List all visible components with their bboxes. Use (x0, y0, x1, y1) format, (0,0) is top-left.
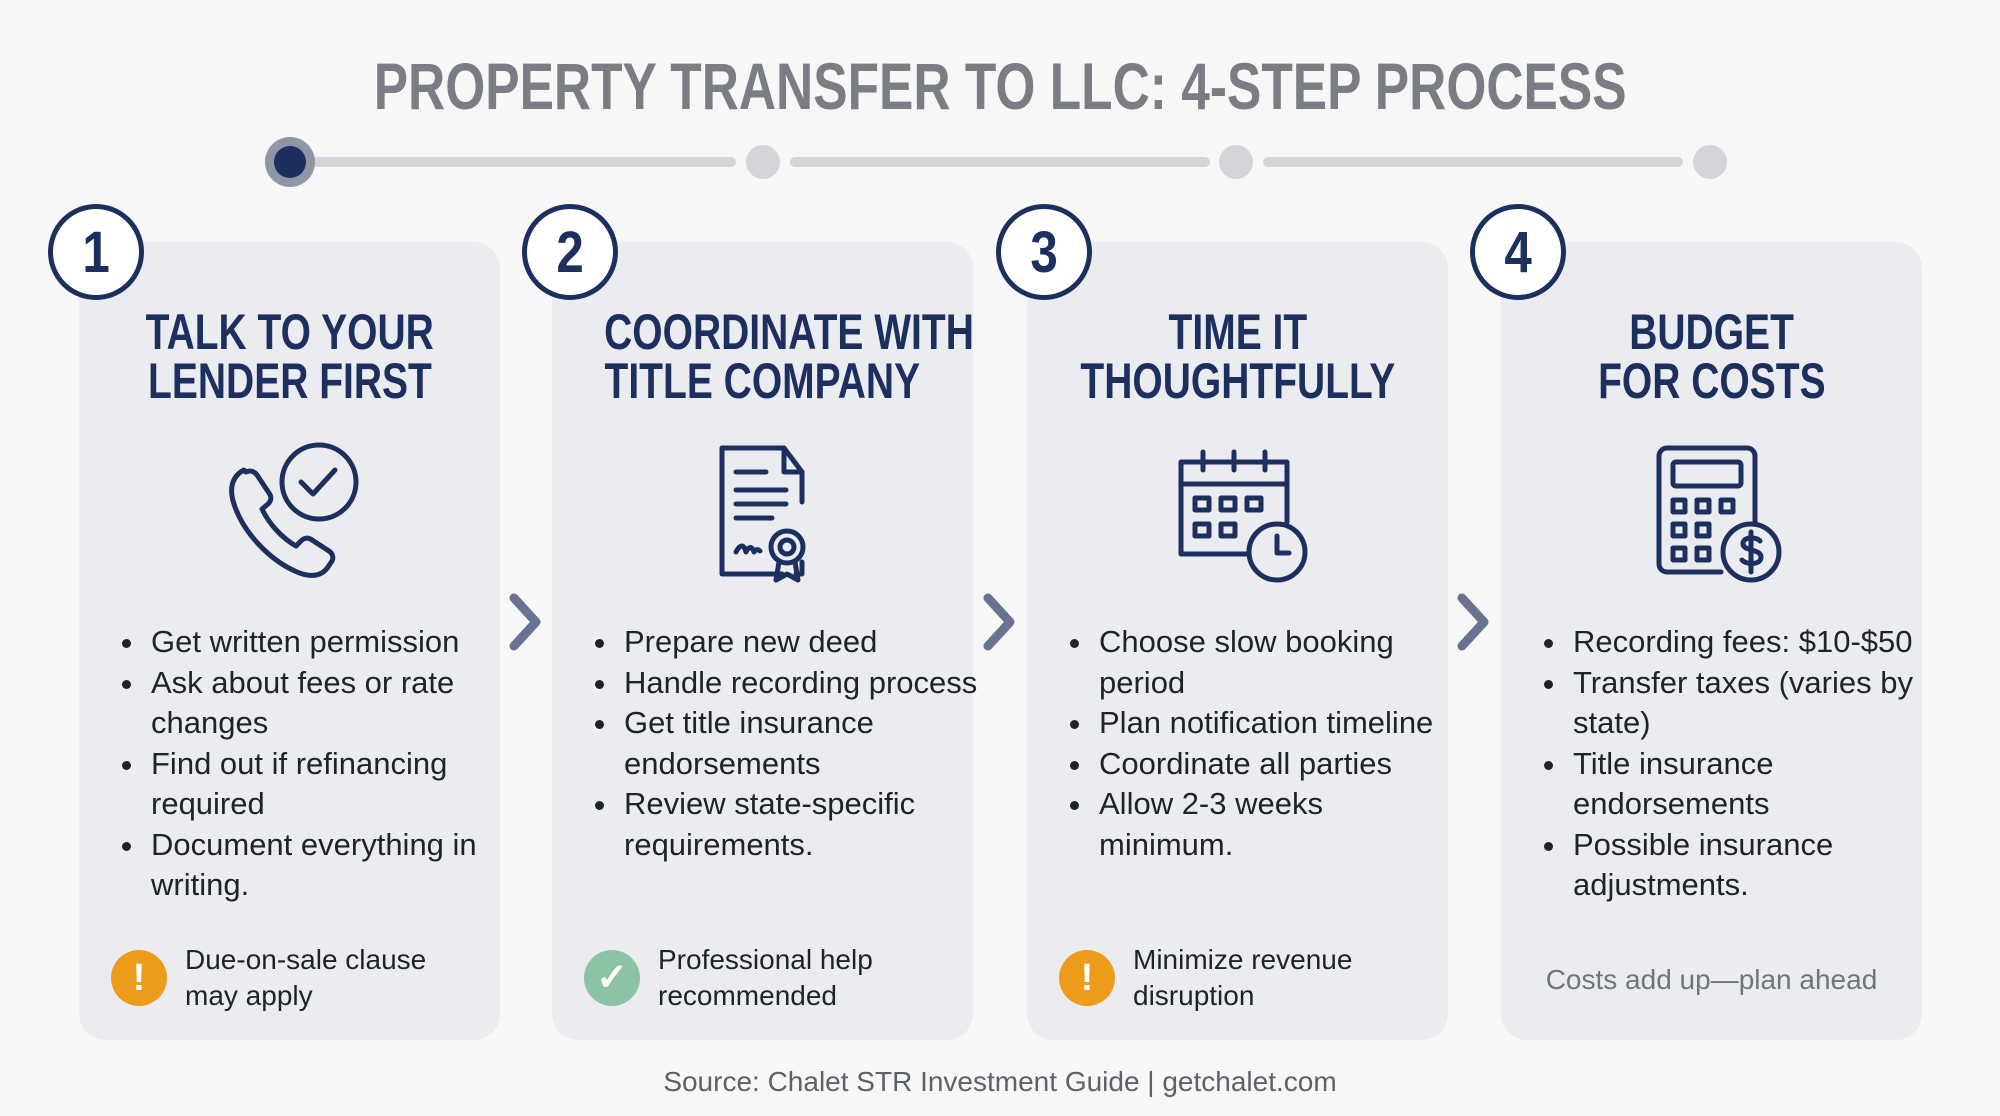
list-item: Coordinate all parties (1095, 744, 1455, 785)
warning-icon: ! (1059, 950, 1115, 1006)
list-item: Get written permission (147, 622, 507, 663)
step-number-2: 2 (522, 204, 618, 300)
calculator-dollar-icon (1656, 445, 1782, 583)
progress-segment (300, 157, 736, 167)
step-items: Get written permission Ask about fees or… (117, 622, 507, 906)
chevron-right-icon (1457, 593, 1489, 651)
phone-check-icon (229, 442, 359, 578)
step-items: Choose slow booking period Plan notifica… (1065, 622, 1455, 865)
certificate-document-icon (719, 445, 806, 583)
source-caption: Source: Chalet STR Investment Guide | ge… (663, 1066, 1337, 1097)
list-item: Ask about fees or rate changes (147, 663, 507, 744)
progress-dot-3 (1219, 145, 1253, 179)
list-item: Title insurance endorsements (1569, 744, 1929, 825)
list-item: Document everything in writing. (147, 825, 507, 906)
list-item: Choose slow booking period (1095, 622, 1455, 703)
progress-dot-1 (265, 137, 315, 187)
list-item: Allow 2-3 weeks minimum. (1095, 784, 1455, 865)
calendar-clock-icon (1178, 449, 1308, 583)
chevron-right-icon (509, 593, 541, 651)
list-item: Review state-specific requirements. (620, 784, 980, 865)
step-number-3: 3 (996, 204, 1092, 300)
list-item: Find out if refinancing required (147, 744, 507, 825)
step-items: Prepare new deed Handle recording proces… (590, 622, 980, 865)
list-item: Recording fees: $10-$50 (1569, 622, 1929, 663)
list-item: Handle recording process (620, 663, 980, 704)
chevron-right-icon (983, 593, 1015, 651)
progress-dot-2 (746, 145, 780, 179)
step-number-1: 1 (48, 204, 144, 300)
progress-segment (1263, 157, 1683, 167)
step-note: Costs add up—plan ahead (1545, 964, 1878, 995)
step-number-4: 4 (1470, 204, 1566, 300)
list-item: Get title insurance endorsements (620, 703, 980, 784)
page-title: PROPERTY TRANSFER TO LLC: 4-STEP PROCESS (373, 49, 1627, 123)
list-item: Prepare new deed (620, 622, 980, 663)
step-items: Recording fees: $10-$50 Transfer taxes (… (1539, 622, 1929, 906)
list-item: Transfer taxes (varies by state) (1569, 663, 1929, 744)
list-item: Plan notification timeline (1095, 703, 1455, 744)
list-item: Possible insurance adjustments. (1569, 825, 1929, 906)
progress-dot-4 (1693, 145, 1727, 179)
warning-icon: ! (111, 950, 167, 1006)
check-circle-icon: ✓ (584, 950, 640, 1006)
progress-segment (790, 157, 1210, 167)
